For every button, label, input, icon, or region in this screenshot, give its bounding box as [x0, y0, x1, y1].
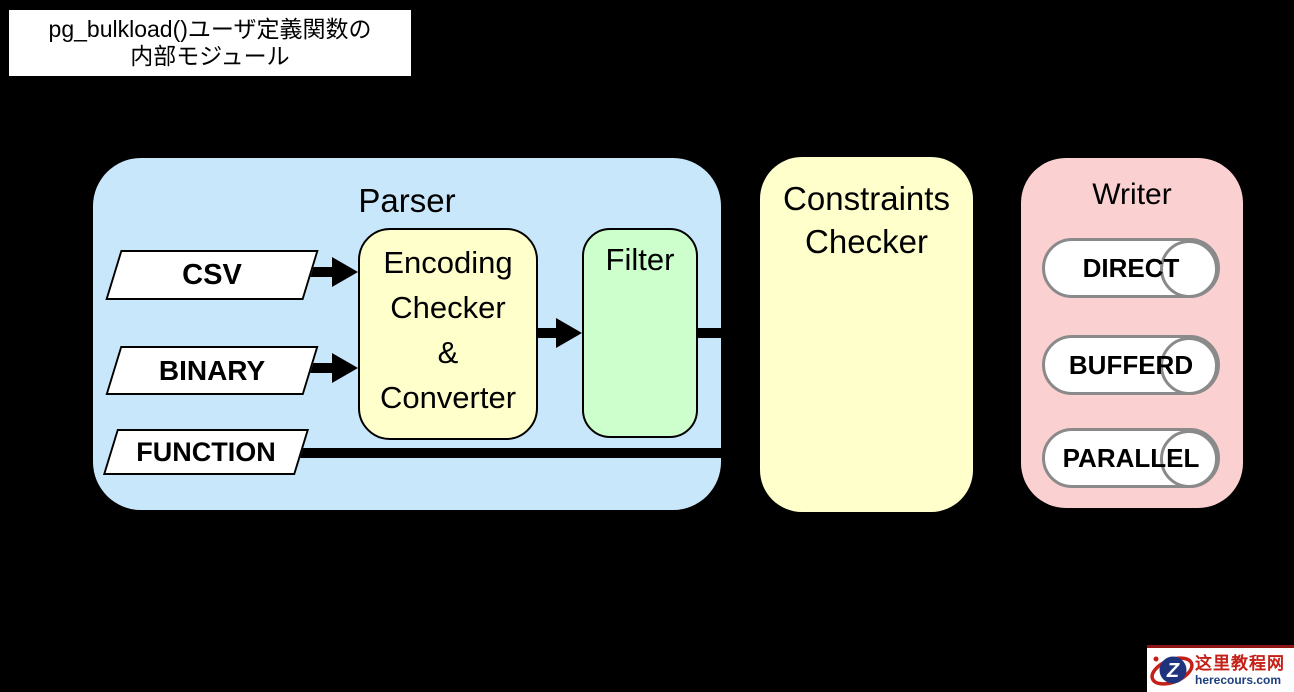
- watermark-logo-icon: Z: [1150, 656, 1194, 686]
- storage-cylinder-end-icon: [1160, 430, 1218, 488]
- writer-mode-parallel-label: PARALLEL: [1062, 442, 1200, 473]
- input-binary: BINARY: [105, 346, 319, 395]
- watermark-banner: Z 这里教程网 herecours.com: [1147, 645, 1294, 692]
- line-function-output: [273, 448, 748, 458]
- watermark-text: 这里教程网 herecours.com: [1195, 654, 1285, 687]
- input-csv-label: CSV: [182, 258, 242, 291]
- arrowhead-icon: [332, 257, 358, 287]
- arrow-csv-to-encoding: [298, 267, 334, 277]
- constraints-checker-group: Constraints Checker: [760, 157, 973, 512]
- line-filter-output: [698, 328, 748, 338]
- watermark-site-name: 这里教程网: [1195, 653, 1285, 673]
- writer-mode-bufferd-label: BUFFERD: [1068, 349, 1194, 380]
- watermark-site-url: herecours.com: [1195, 672, 1282, 687]
- writer-mode-direct-label: DIRECT: [1082, 252, 1180, 283]
- writer-group: Writer DIRECT BUFFERD PARALLEL: [1021, 158, 1243, 508]
- input-function-label: FUNCTION: [136, 436, 276, 467]
- writer-mode-direct: DIRECT: [1042, 238, 1220, 298]
- writer-mode-bufferd: BUFFERD: [1042, 335, 1220, 395]
- storage-cylinder-end-icon: [1160, 337, 1218, 395]
- encoding-converter-label: Encoding Checker & Converter: [379, 245, 517, 415]
- filter-box: Filter: [582, 228, 698, 438]
- constraints-checker-label: Constraints Checker: [783, 180, 950, 260]
- writer-mode-parallel: PARALLEL: [1042, 428, 1220, 488]
- storage-cylinder-end-icon: [1160, 240, 1218, 298]
- diagram-title-box: pg_bulkload()ユーザ定義関数の 内部モジュール: [7, 8, 413, 78]
- arrowhead-icon: [556, 318, 582, 348]
- arrow-encoding-to-filter: [538, 328, 558, 338]
- arrow-binary-to-encoding: [298, 363, 334, 373]
- parser-group-label: Parser: [358, 182, 456, 219]
- arrowhead-icon: [332, 353, 358, 383]
- watermark-logo-letter: Z: [1166, 660, 1180, 682]
- input-csv: CSV: [105, 250, 319, 300]
- encoding-converter-box: Encoding Checker & Converter: [358, 228, 538, 440]
- writer-group-label: Writer: [1092, 178, 1172, 211]
- input-function: FUNCTION: [102, 429, 310, 475]
- diagram-title: pg_bulkload()ユーザ定義関数の 内部モジュール: [48, 16, 372, 69]
- filter-label: Filter: [605, 242, 675, 277]
- input-binary-label: BINARY: [158, 354, 266, 386]
- parser-group: Parser CSV BINARY FUNCTION Encoding Chec…: [93, 158, 748, 510]
